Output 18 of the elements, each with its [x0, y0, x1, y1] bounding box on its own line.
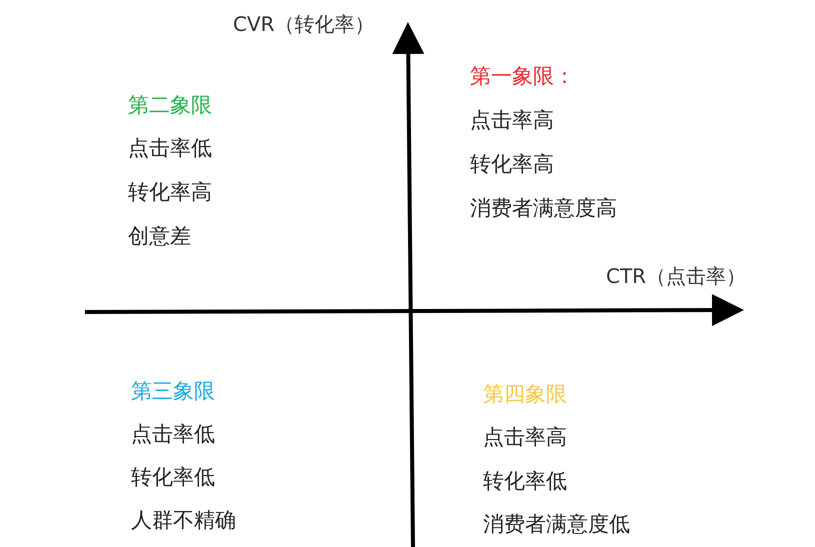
quadrant-trait: 转化率低	[131, 465, 215, 490]
quadrant-heading: 第二象限	[128, 93, 212, 118]
quadrant-trait: 点击率高	[483, 425, 567, 450]
quadrant-trait: 转化率高	[470, 152, 554, 178]
quadrant-trait: 转化率低	[483, 469, 567, 494]
quadrant-trait: 点击率低	[131, 422, 215, 448]
quadrant-trait: 创意差	[128, 224, 191, 250]
axis-label: CTR（点击率）	[606, 264, 746, 288]
quadrant-heading: 第一象限：	[470, 64, 575, 90]
quadrant-trait: 消费者满意度高	[470, 196, 617, 222]
quadrant-trait: 转化率高	[128, 180, 212, 206]
axis-label: CVR（转化率）	[233, 12, 375, 36]
quadrant-trait: 消费者满意度低	[483, 512, 630, 538]
quadrant-heading: 第四象限	[483, 382, 567, 408]
quadrant-heading: 第三象限	[131, 379, 215, 404]
quadrant-trait: 点击率低	[128, 136, 212, 162]
quadrant-trait: 人群不精确	[131, 508, 236, 534]
quadrant-trait: 点击率高	[470, 108, 554, 134]
